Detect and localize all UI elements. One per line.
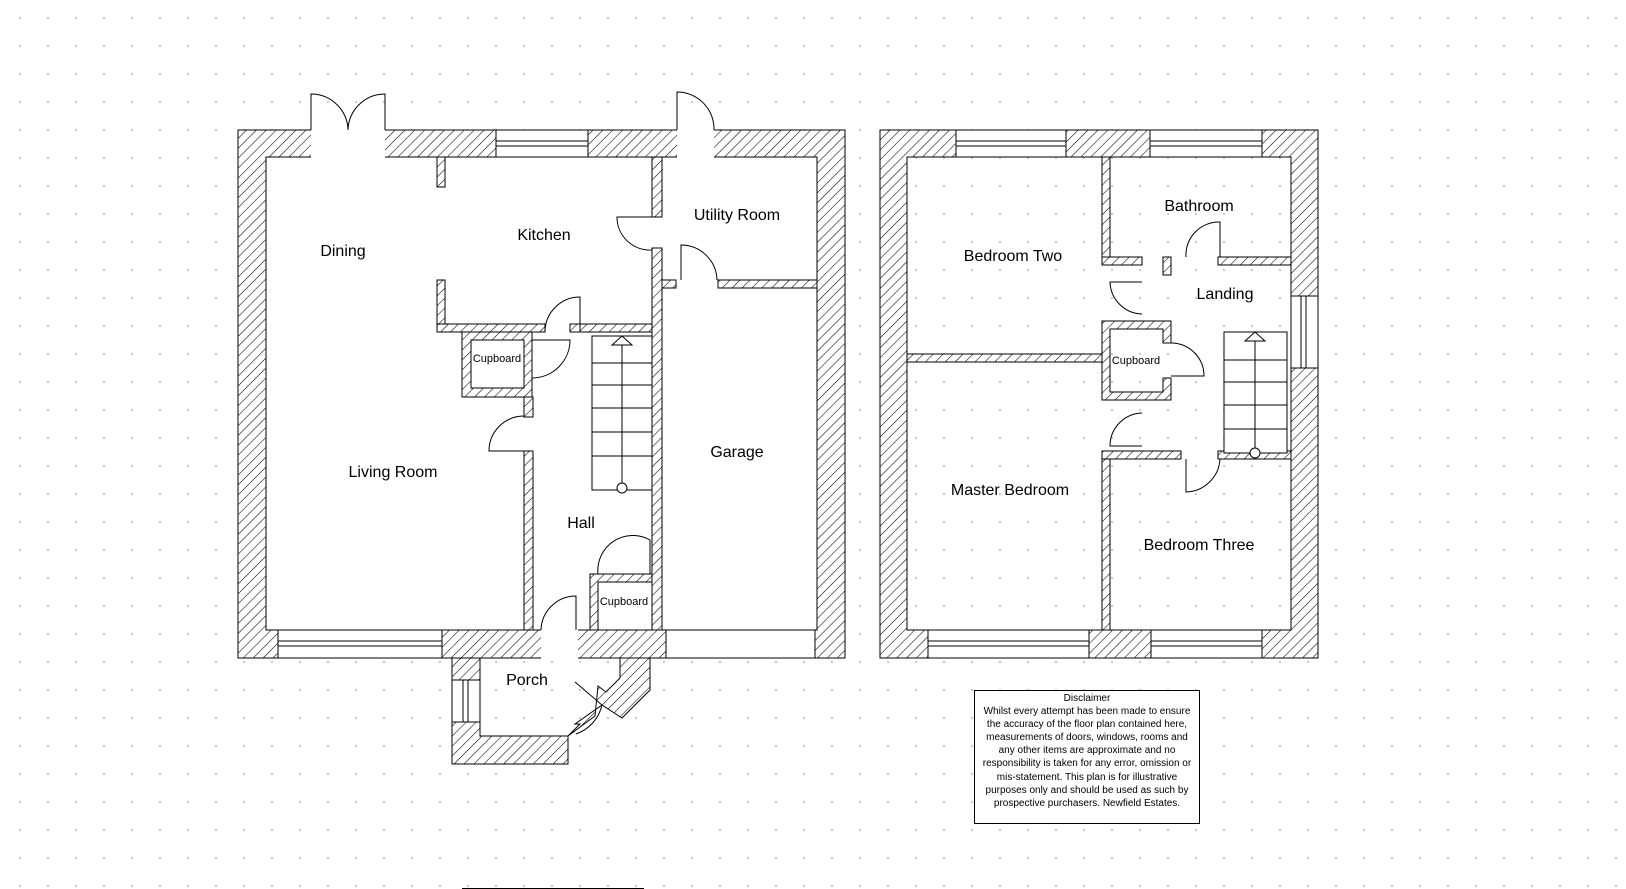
bedroom-two-window — [955, 129, 1067, 158]
room-label-bathroom: Bathroom — [1164, 198, 1233, 215]
dining-french-door-gap — [311, 129, 385, 158]
disclaimer-title: Disclaimer — [1063, 693, 1111, 704]
room-label-bedroom-three: Bedroom Three — [1144, 537, 1255, 554]
room-label-kitchen: Kitchen — [517, 227, 570, 244]
landing-window — [1290, 295, 1319, 369]
room-label-garage: Garage — [710, 444, 763, 461]
utility-back-door-gap — [677, 129, 714, 158]
first-floor-door-swings — [1109, 221, 1221, 493]
porch-window — [451, 679, 481, 723]
room-label-master-bedroom: Master Bedroom — [951, 482, 1069, 499]
kitchen-window — [495, 129, 589, 158]
room-label-porch: Porch — [506, 672, 548, 689]
room-label-bedroom-two: Bedroom Two — [964, 248, 1063, 265]
ground-floor-door-swings — [310, 91, 718, 735]
cupboard-1-walls — [461, 331, 533, 398]
room-label-cupboard-1: Cupboard — [473, 353, 521, 365]
disclaimer-box: Disclaimer Whilst every attempt has been… — [974, 690, 1200, 824]
room-label-living-room: Living Room — [349, 464, 438, 481]
room-label-cupboard-2: Cupboard — [600, 596, 648, 608]
master-bedroom-window — [927, 629, 1090, 659]
bedroom-three-window — [1150, 629, 1263, 659]
garage-door-opening — [665, 629, 816, 659]
room-label-first-floor-cupboard: Cupboard — [1112, 355, 1160, 367]
living-room-window — [277, 629, 443, 659]
ground-floor — [237, 91, 846, 765]
first-floor-stairs — [1223, 331, 1288, 459]
room-label-utility-room: Utility Room — [694, 207, 780, 224]
porch-walls — [451, 657, 651, 765]
bathroom-window — [1149, 129, 1263, 158]
first-floor — [879, 129, 1319, 659]
ground-floor-stairs — [591, 335, 653, 494]
front-door-gap — [541, 629, 578, 659]
room-label-hall: Hall — [567, 515, 595, 532]
disclaimer-text: Whilst every attempt has been made to en… — [982, 706, 1192, 809]
ground-floor-core — [266, 157, 817, 630]
room-label-dining: Dining — [320, 243, 365, 260]
room-label-landing: Landing — [1197, 286, 1254, 303]
cupboard-2-walls — [589, 573, 653, 631]
